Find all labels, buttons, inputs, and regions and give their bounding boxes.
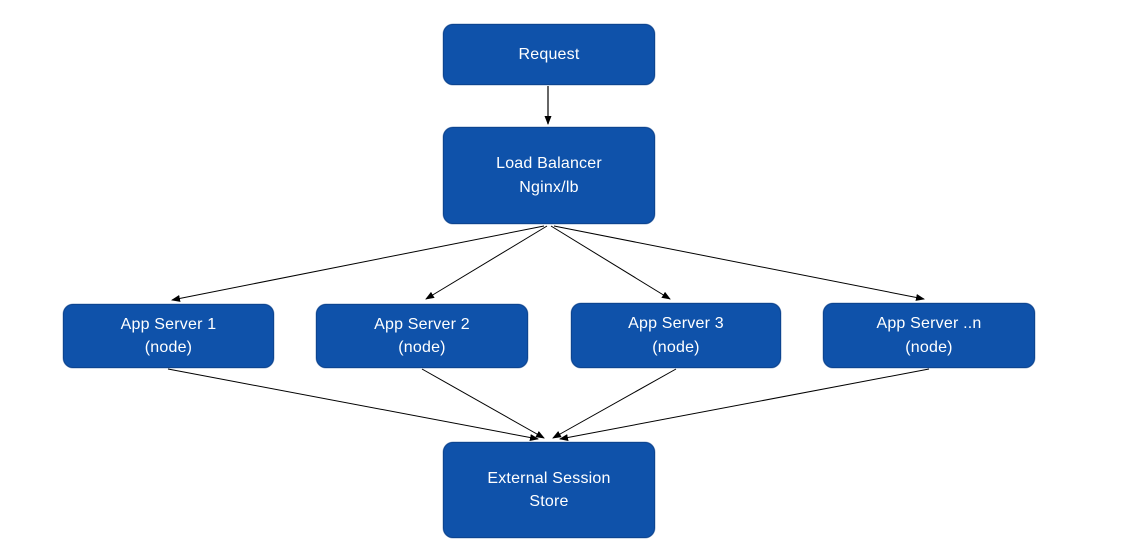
node-app-server-n: App Server ..n (node) [823,303,1035,368]
node-request: Request [443,24,655,85]
node-app-server-n-label: App Server ..n (node) [876,315,982,356]
node-load-balancer-label: Load Balancer Nginx/lb [496,155,602,196]
node-load-balancer: Load Balancer Nginx/lb [443,127,655,224]
edge-load-balancer-to-app-server-n [553,225,925,301]
edge-app-server-3-to-session-store [552,368,677,439]
edge-load-balancer-to-app-server-2 [425,225,548,300]
edge-app-server-n-to-session-store [559,368,930,441]
edge-app-server-1-to-session-store [167,368,539,441]
node-app-server-2: App Server 2 (node) [316,304,528,368]
node-app-server-1: App Server 1 (node) [63,304,274,368]
node-app-server-1-label: App Server 1 (node) [120,315,217,356]
edge-load-balancer-to-app-server-3 [550,225,671,300]
edge-load-balancer-to-app-server-1 [171,225,545,302]
edge-app-server-2-to-session-store [421,368,545,439]
node-app-server-3: App Server 3 (node) [571,303,781,368]
node-app-server-3-label: App Server 3 (node) [628,315,724,356]
node-session-store: External Session Store [443,442,655,538]
node-app-server-2-label: App Server 2 (node) [374,315,470,356]
node-session-store-label: External Session Store [487,469,611,510]
node-request-label: Request [518,45,580,63]
